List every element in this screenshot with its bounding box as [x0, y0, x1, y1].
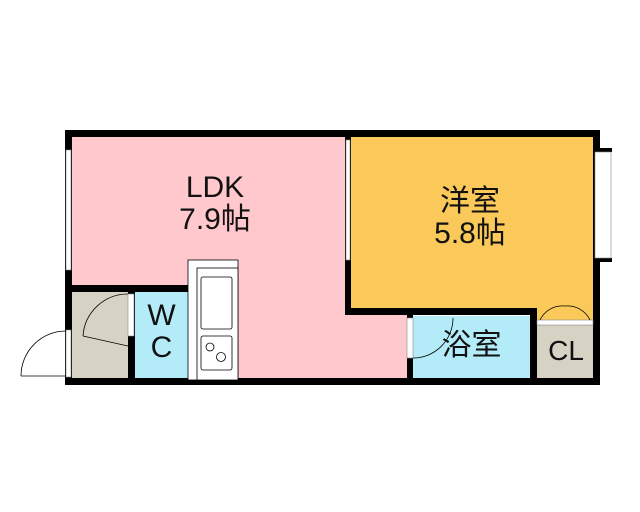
wc-label: W C	[135, 300, 188, 363]
closet-label: CL	[548, 335, 584, 366]
western-label: 洋室 5.8帖	[405, 186, 535, 249]
western-size: 5.8帖	[434, 216, 506, 250]
bath-label: 浴室	[441, 329, 502, 362]
closet-door-area	[537, 308, 595, 322]
wc-line1: W	[147, 299, 176, 332]
genkan	[72, 292, 128, 379]
wc-room	[135, 292, 188, 379]
ldk-name: LDK	[185, 171, 245, 204]
kitchen-counter	[187, 259, 239, 381]
ldk-size: 7.9帖	[179, 202, 251, 236]
ldk-label: LDK 7.9帖	[150, 172, 280, 235]
western-room	[350, 137, 595, 309]
closet	[537, 325, 595, 379]
wc-line2: C	[150, 330, 173, 364]
western-name: 洋室	[440, 185, 500, 218]
bath-room	[413, 316, 530, 379]
